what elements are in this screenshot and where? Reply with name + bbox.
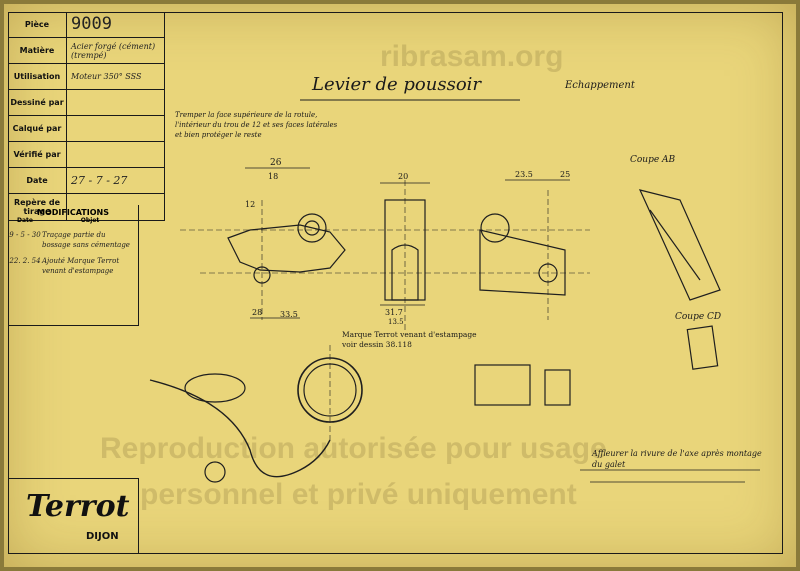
dim-label: 18 (268, 172, 279, 181)
dim-label: 20 (398, 172, 409, 181)
dim-label: 26 (270, 158, 282, 168)
matiere-label: Matière (8, 38, 67, 63)
brand-block: Terrot DIJON (8, 478, 139, 553)
modifications-title: MODIFICATIONS (37, 208, 109, 217)
drawing-sheet (4, 4, 796, 567)
date-value: 27 - 7 - 27 (71, 174, 128, 187)
drawing-frame (8, 12, 783, 554)
drawing-subtitle: Echappement (565, 80, 635, 91)
modification-date: 9 - 5 - 30 (9, 231, 41, 239)
piece-value: 9009 (71, 14, 112, 34)
right-boss (480, 213, 510, 243)
row-utilisation: Utilisation Moteur 350° SSS (8, 64, 164, 90)
detail-view-1 (474, 364, 531, 406)
boss-circle (297, 213, 327, 243)
modification-date: 22. 2. 54 (9, 257, 41, 265)
modifications-date-col: Date (17, 217, 33, 224)
date-label: Date (8, 168, 67, 193)
dim-label: 31.7 (385, 308, 403, 317)
repere-label: Repère de tirage (8, 194, 67, 220)
watermark-line2: personnel et privé uniquement (140, 478, 577, 511)
dessine-label: Dessiné par (8, 90, 67, 115)
verifie-label: Vérifié par (8, 142, 67, 167)
watermark-site: ribrasam.org (380, 40, 564, 73)
modification-objet: Ajouté Marque Terrot venant d'estampage (42, 257, 120, 275)
note-bottom: Affleurer la rivure de l'axe après monta… (592, 449, 762, 469)
note-top: Tremper la face supérieure de la rotule,… (175, 111, 338, 139)
section-ab (638, 189, 721, 301)
note-mark: Marque Terrot venant d'estampage voir de… (342, 330, 477, 349)
terrot-logo: Terrot (26, 489, 130, 524)
drawing-title: Levier de poussoir (312, 74, 482, 95)
dim-label: 23.5 (515, 170, 533, 179)
brand-city: DIJON (86, 531, 119, 542)
modification-objet: Traçage partie du bossage sans cémentage (42, 231, 130, 249)
row-dessine: Dessiné par (8, 90, 164, 116)
dim-label: 12 (245, 200, 256, 209)
row-verifie: Vérifié par (8, 142, 164, 168)
section-cd (686, 325, 719, 370)
piece-label: Pièce (8, 12, 67, 37)
dim-label: 13.5 (388, 318, 404, 326)
utilisation-label: Utilisation (8, 64, 67, 89)
section-cd-label: Coupe CD (675, 312, 722, 322)
row-calque: Calqué par (8, 116, 164, 142)
modifications-header: Date Objet (8, 217, 138, 224)
slot-ellipse (184, 373, 246, 403)
row-repere: Repère de tirage (8, 194, 164, 221)
dim-label: 25 (560, 170, 571, 179)
matiere-value: Acier forgé (cément) (trempé) (71, 41, 156, 60)
detail-view-2 (544, 369, 571, 406)
dim-label: 33.5 (280, 310, 298, 319)
utilisation-value: Moteur 350° SSS (71, 72, 142, 81)
lever-profile (149, 379, 331, 478)
row-date: Date 27 - 7 - 27 (8, 168, 164, 194)
watermark-line1: Reproduction autorisée pour usage (100, 432, 607, 465)
section-ab-label: Coupe AB (630, 155, 676, 165)
modifications-objet-col: Objet (80, 217, 100, 224)
calque-label: Calqué par (8, 116, 67, 141)
part-outline (227, 224, 346, 273)
dim-label: 28 (252, 308, 263, 317)
